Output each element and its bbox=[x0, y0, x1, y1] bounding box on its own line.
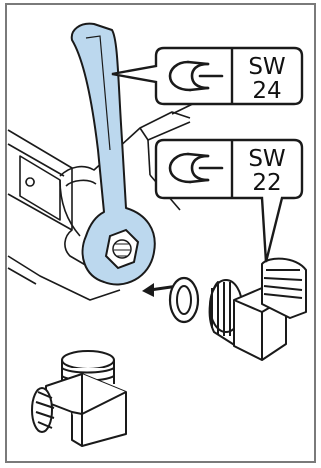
callout-sw24-prefix: SW bbox=[248, 54, 285, 80]
callout-sw24: SW 24 bbox=[112, 48, 302, 104]
callout-sw22-value: 22 bbox=[252, 170, 281, 196]
callout-sw24-value: 24 bbox=[252, 78, 281, 104]
sealing-ring bbox=[170, 278, 198, 322]
elbow-fitting-bottom bbox=[32, 351, 126, 446]
callout-sw22: SW 22 bbox=[156, 140, 302, 262]
elbow-fitting-top bbox=[210, 259, 306, 360]
wrench bbox=[72, 24, 155, 285]
callout-sw22-prefix: SW bbox=[248, 146, 285, 172]
